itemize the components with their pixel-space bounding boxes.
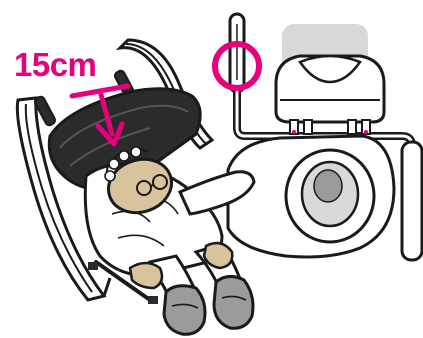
side-rail [402, 142, 422, 260]
person [85, 147, 254, 334]
measurement-label: 15cm [14, 48, 96, 81]
right-shoe [214, 276, 253, 328]
left-shoe [164, 286, 205, 335]
